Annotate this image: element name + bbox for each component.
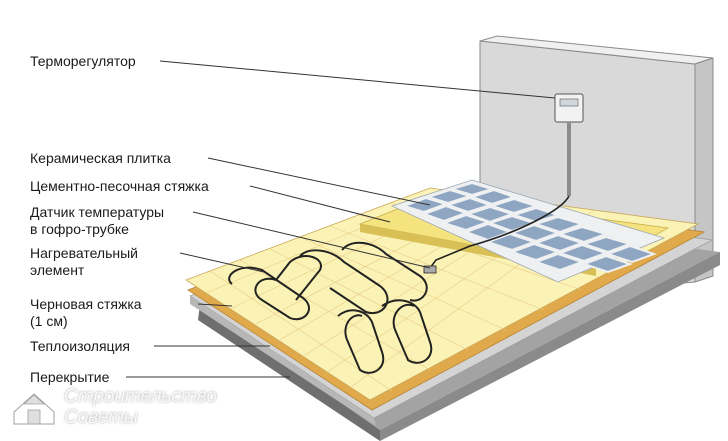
leader-thermostat (159, 60, 556, 99)
label-thermostat: Терморегулятор (30, 53, 136, 69)
tile-grid (400, 181, 658, 274)
leader-sensor (192, 211, 431, 269)
leader-rough (197, 303, 233, 307)
leader-lines (126, 60, 556, 378)
thermostat-screen (559, 98, 579, 107)
watermark-text: Строительство Советы (64, 386, 217, 428)
label-screed: Цементно-песочная стяжка (30, 178, 209, 194)
label-tile: Керамическая плитка (30, 150, 171, 166)
label-insulation: Теплоизоляция (30, 338, 130, 354)
leader-tile (207, 157, 431, 206)
wall-side (694, 57, 714, 283)
watermark-logo (13, 393, 55, 425)
label-sensor: Датчик температуры в гофро-трубке (30, 204, 165, 237)
label-heater: Нагревательный элемент (30, 245, 138, 278)
leader-heater (179, 252, 265, 273)
heating-cable (228, 241, 433, 374)
sensor-tip (423, 265, 437, 274)
leader-screed (249, 185, 391, 223)
label-slab: Перекрытие (30, 369, 110, 385)
label-rough-screed: Черновая стяжка (1 см) (30, 296, 142, 329)
sensor-conduit (429, 195, 570, 269)
thermostat-device (554, 93, 584, 123)
insulation-front (190, 296, 376, 426)
slab-right (380, 252, 720, 441)
